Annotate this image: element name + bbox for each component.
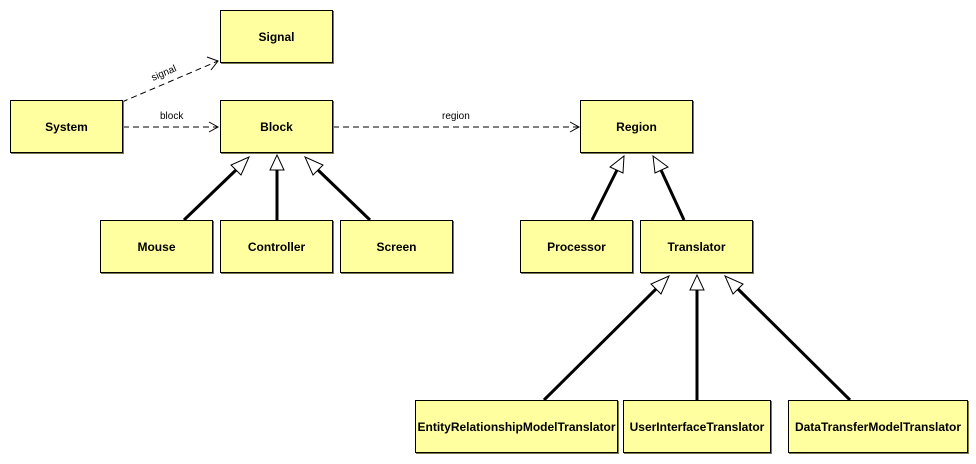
dependency-region-label: region	[442, 111, 470, 122]
class-mouse[interactable]: Mouse	[100, 220, 213, 273]
generalization-ui-translator-arrowhead	[689, 273, 705, 291]
generalization-mouse-block-line	[182, 168, 238, 222]
dependency-system-signal-line	[121, 60, 219, 103]
generalization-screen-block-line	[316, 168, 372, 222]
generalization-mouse-block-arrowhead	[230, 156, 250, 176]
class-entity-relationship-model-translator[interactable]: EntityRelationshipModelTranslator	[415, 400, 618, 453]
dependency-block-label: block	[160, 111, 184, 122]
dependency-signal-label: signal	[150, 63, 178, 83]
dependency-block-region-arrowhead	[569, 121, 581, 133]
class-translator[interactable]: Translator	[640, 220, 753, 273]
class-controller[interactable]: Controller	[220, 220, 333, 273]
class-region[interactable]: Region	[580, 100, 693, 153]
class-processor[interactable]: Processor	[520, 220, 633, 273]
generalization-translator-region-arrowhead	[652, 154, 669, 174]
class-user-interface-translator[interactable]: UserInterfaceTranslator	[623, 400, 771, 453]
dependency-system-block-arrowhead	[208, 121, 220, 133]
generalization-translator-region-line	[659, 169, 686, 221]
generalization-screen-block-arrowhead	[304, 156, 324, 176]
class-data-transfer-model-translator[interactable]: DataTransferModelTranslator	[788, 400, 968, 453]
generalization-controller-block-arrowhead	[269, 153, 285, 171]
class-screen[interactable]: Screen	[340, 220, 453, 273]
dependency-system-signal-arrowhead	[206, 56, 219, 71]
generalization-processor-region-line	[590, 169, 619, 221]
generalization-er-translator-line	[542, 287, 658, 402]
class-block[interactable]: Block	[220, 100, 333, 153]
generalization-processor-region-arrowhead	[609, 154, 625, 174]
generalization-dt-translator-line	[736, 287, 852, 402]
generalization-dt-translator-arrowhead	[724, 275, 744, 295]
class-system[interactable]: System	[10, 100, 123, 153]
class-signal[interactable]: Signal	[220, 10, 333, 63]
generalization-er-translator-arrowhead	[650, 275, 670, 295]
